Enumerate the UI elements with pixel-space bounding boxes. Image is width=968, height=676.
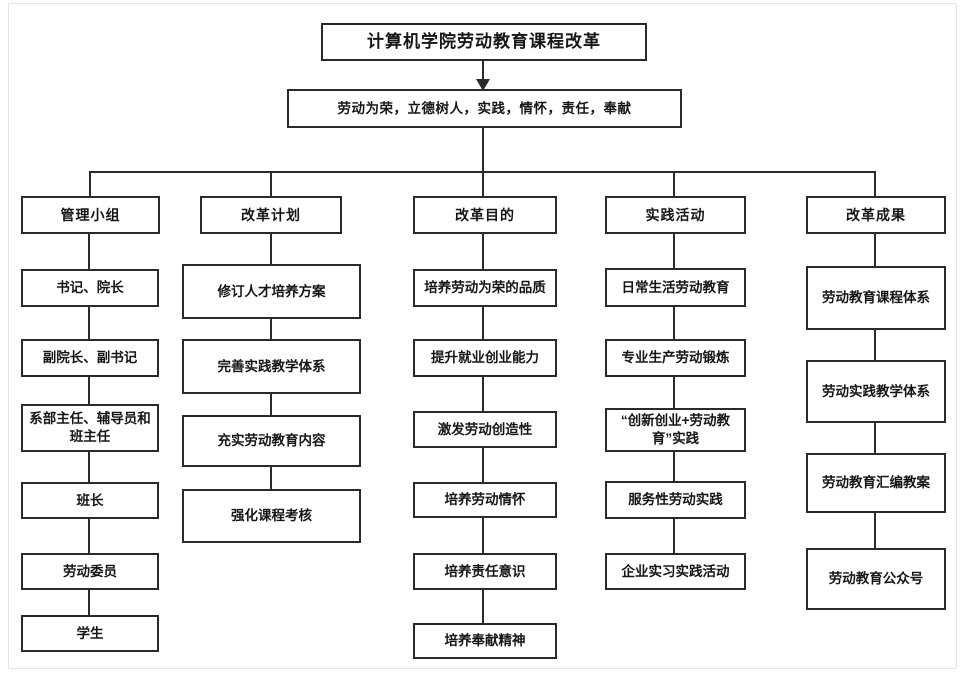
connector-line [88,234,90,269]
connector-line [673,307,675,339]
node-management-item: 班长 [21,482,159,519]
connector-line [270,467,272,489]
node-purpose-item: 培养劳动为荣的品质 [413,269,557,307]
node-practice-item: 专业生产劳动锻炼 [605,339,746,377]
node-result-item: 劳动教育汇编教案 [806,453,946,513]
connector-line [270,319,272,339]
connector-line [482,448,484,482]
node-plan-item: 充实劳动教育内容 [182,415,361,467]
connector-line [88,452,90,482]
connector-line [88,307,90,339]
node-management-item: 劳动委员 [21,553,159,590]
node-purpose-item: 提升就业创业能力 [413,339,557,377]
connector-line [673,452,675,481]
connector-line [270,394,272,415]
connector-line [482,61,484,81]
connector-line [482,590,484,623]
node-practice-item: 日常生活劳动教育 [605,268,746,307]
node-practice-item: “创新创业+劳动教育”实践 [605,408,746,452]
node-header-reform-plan: 改革计划 [200,196,342,234]
node-plan-item: 强化课程考核 [182,489,361,543]
connector-line [874,173,876,196]
node-result-item: 劳动实践教学体系 [806,360,946,423]
node-subtitle: 劳动为荣，立德树人，实践，情怀，责任，奉献 [287,89,682,128]
connector-line [89,171,876,173]
connector-line [673,234,675,268]
node-practice-item: 服务性劳动实践 [605,481,746,519]
node-plan-item: 完善实践教学体系 [182,339,361,394]
connector-line [874,330,876,360]
node-purpose-item: 培养奉献精神 [413,623,557,659]
node-plan-item: 修订人才培养方案 [182,264,361,319]
node-header-practice-activities: 实践活动 [605,196,746,234]
connector-line [270,173,272,196]
node-management-item: 学生 [21,615,159,652]
node-result-item: 劳动教育公众号 [806,548,946,610]
node-practice-item: 企业实习实践活动 [605,553,746,590]
connector-line [874,234,876,266]
connector-line [482,518,484,553]
connector-line [482,377,484,411]
node-management-item: 书记、院长 [21,269,159,307]
node-title: 计算机学院劳动教育课程改革 [321,23,647,61]
connector-line [673,173,675,196]
node-management-item: 副院长、副书记 [21,339,159,377]
connector-line [270,234,272,264]
node-header-reform-purpose: 改革目的 [413,196,557,234]
node-header-management-group: 管理小组 [21,196,160,234]
connector-line [88,519,90,553]
connector-line [482,307,484,339]
connector-line [874,423,876,453]
connector-line [482,128,484,196]
node-purpose-item: 激发劳动创造性 [413,411,557,448]
node-purpose-item: 培养责任意识 [413,553,557,590]
node-purpose-item: 培养劳动情怀 [413,482,557,518]
arrow-down-icon [476,79,490,91]
node-result-item: 劳动教育课程体系 [806,266,946,330]
connector-line [89,173,91,196]
connector-line [673,519,675,553]
node-header-reform-results: 改革成果 [806,196,946,234]
connector-line [88,590,90,615]
connector-line [88,377,90,404]
connector-line [673,377,675,408]
connector-line [874,513,876,548]
connector-line [482,234,484,269]
node-management-item: 系部主任、辅导员和班主任 [21,404,159,452]
